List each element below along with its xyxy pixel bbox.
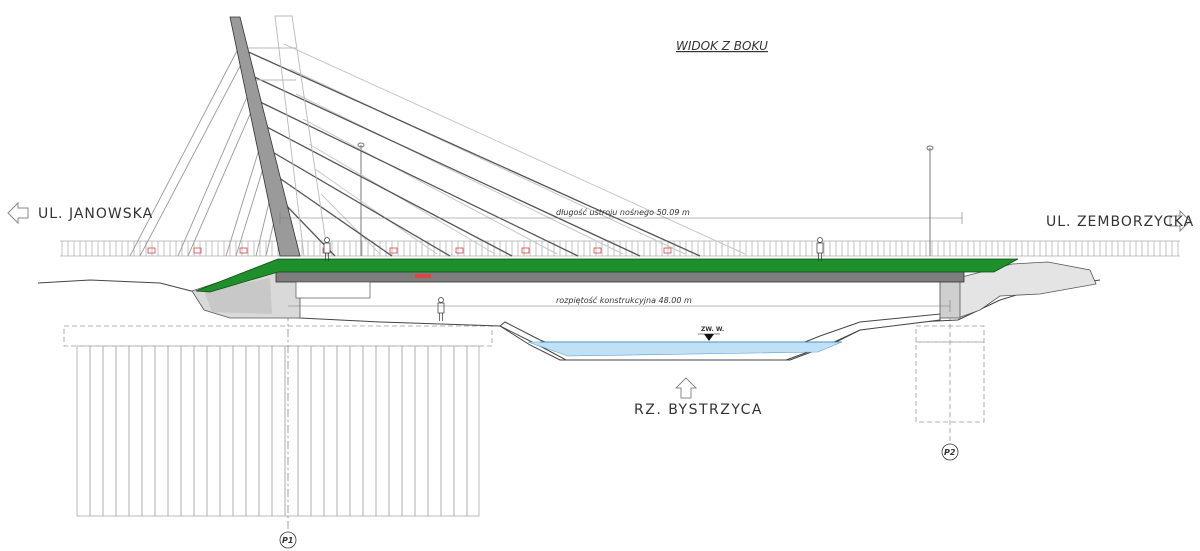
back-stay (139, 50, 249, 257)
support-tag-p1: P1 (279, 531, 297, 549)
front-cable (255, 99, 579, 257)
back-stay (187, 95, 259, 257)
right-road-arrow-icon (1169, 209, 1191, 233)
pylon (229, 16, 301, 257)
cable-anchors (147, 247, 672, 254)
anchor-mark (521, 247, 530, 254)
left-road-name: UL. JANOWSKA (38, 206, 153, 222)
person-head (438, 297, 444, 303)
railing (60, 240, 1180, 257)
front-cable (262, 124, 513, 257)
back-stays (129, 44, 281, 257)
far-cable (295, 93, 624, 255)
front-cables-far-plane (283, 43, 746, 255)
deck-slab-green (195, 258, 1019, 293)
pile-group-p2 (915, 300, 985, 450)
dimension-span (288, 300, 951, 312)
person-body (816, 242, 824, 254)
support-label-p1: P1 (282, 536, 293, 545)
anchor-mark (193, 247, 202, 254)
street-lamps (357, 142, 934, 256)
left-road-arrow-icon (7, 201, 29, 225)
person-icon (816, 237, 824, 261)
right-embankment (939, 261, 1097, 319)
drawing-title: WIDOK Z BOKU (676, 39, 768, 53)
structure-length-label: długość ustroju nośnego 50.09 m (556, 207, 690, 217)
water-level-label: ZW. W. (701, 326, 724, 333)
person-head (817, 237, 823, 243)
anchor-mark (455, 247, 464, 254)
ground-profile (37, 279, 1101, 361)
person-body (323, 242, 331, 254)
far-cable (302, 118, 558, 255)
back-stay (129, 44, 241, 257)
front-cable (268, 149, 451, 257)
pedestrian-figures (323, 237, 824, 321)
front-cable (243, 49, 701, 257)
pile-group-p1 (63, 325, 493, 517)
anchor-mark (389, 247, 398, 254)
river-name: RZ. BYSTRZYCA (634, 402, 763, 418)
far-cable (320, 193, 381, 255)
back-stay (177, 89, 251, 257)
anchor-mark (147, 247, 156, 254)
front-cables (243, 49, 701, 257)
support-label-p2: P2 (944, 448, 956, 457)
front-cable (274, 174, 393, 257)
bridge-deck (195, 258, 1019, 299)
person-body (437, 302, 445, 314)
person-icon (323, 237, 331, 261)
anchor-mark (593, 247, 602, 254)
far-cable (314, 168, 438, 255)
right-road-name: UL. ZEMBORZYCKA (1046, 214, 1194, 230)
anchor-mark (663, 247, 672, 254)
support-tag-p2: P2 (941, 443, 959, 461)
person-head (324, 237, 330, 243)
riverbed (499, 313, 941, 361)
span-label: rozpiętość konstrukcyjna 48.00 m (556, 295, 692, 305)
river-flow-arrow-icon (674, 377, 698, 399)
far-cable (283, 43, 746, 255)
dimension-structure-length (279, 212, 963, 224)
water-level-marker (698, 333, 720, 341)
front-cable (249, 74, 641, 257)
far-cable (308, 143, 496, 255)
anchor-mark (239, 247, 248, 254)
back-stay (225, 139, 263, 257)
person-icon (437, 297, 445, 321)
